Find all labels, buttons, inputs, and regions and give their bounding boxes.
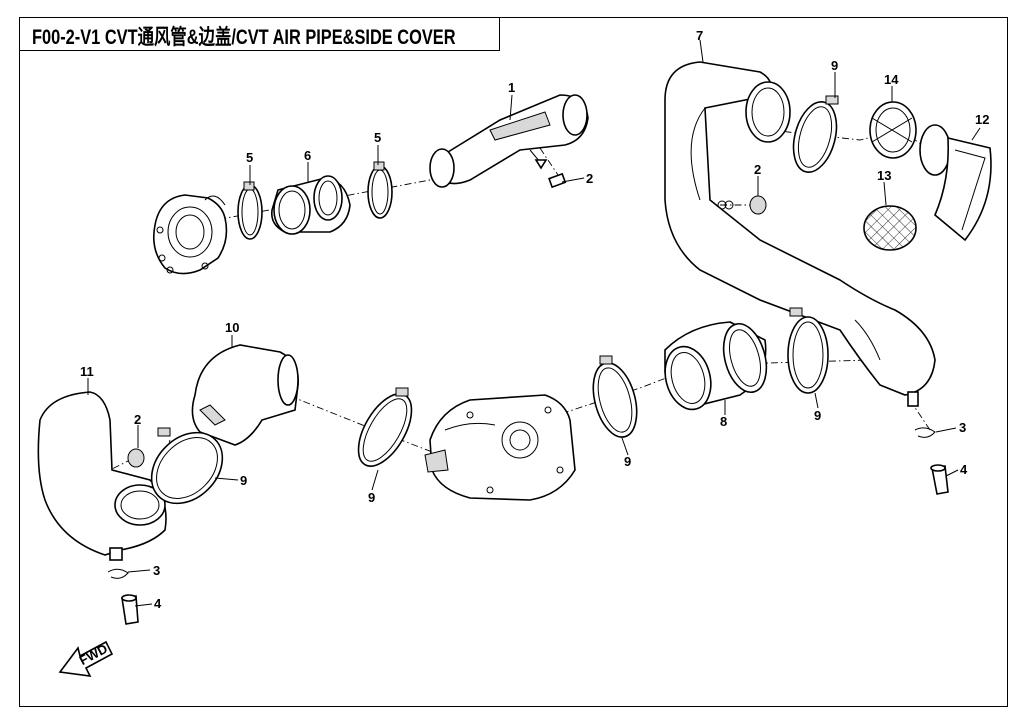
title-box: F00-2-V1 CVT通风管&边盖/CVT AIR PIPE&SIDE COV… xyxy=(19,17,500,51)
grille-14 xyxy=(869,101,917,159)
front-side-cover xyxy=(152,194,228,275)
hose-clamp-5-right xyxy=(367,161,393,219)
callout-2-right: 2 xyxy=(754,162,761,177)
side-inlet-12 xyxy=(919,124,992,242)
callout-2-top: 2 xyxy=(586,171,593,186)
hose-clamp-5-left xyxy=(237,181,263,240)
diagram-title: F00-2-V1 CVT通风管&边盖/CVT AIR PIPE&SIDE COV… xyxy=(32,26,456,49)
callout-leaders xyxy=(87,39,981,607)
callout-3-right: 3 xyxy=(959,420,966,435)
callout-5-right: 5 xyxy=(374,130,381,145)
hose-clamp-9-mid-right xyxy=(592,355,638,438)
fwd-arrow-icon: FWD xyxy=(58,640,114,677)
hose-clamp-9-center xyxy=(357,387,413,467)
callout-7: 7 xyxy=(696,28,703,43)
callout-3-left: 3 xyxy=(153,563,160,578)
drawing-frame xyxy=(19,17,1008,707)
side-housing-11 xyxy=(37,391,167,561)
intake-duct-1 xyxy=(429,94,589,188)
clip-3-right xyxy=(914,427,936,438)
callout-5-left: 5 xyxy=(246,150,253,165)
mesh-filter-13 xyxy=(863,205,917,251)
callout-12: 12 xyxy=(975,112,989,127)
callout-9-left: 9 xyxy=(240,473,247,488)
callout-9-right: 9 xyxy=(814,408,821,423)
callout-14: 14 xyxy=(884,72,899,87)
hose-clamp-9-top xyxy=(792,95,839,173)
hose-clamp-9-right xyxy=(787,307,829,394)
hose-clamp-9-left xyxy=(150,427,224,505)
rubber-coupler-6 xyxy=(270,175,351,235)
callout-9-center: 9 xyxy=(368,490,375,505)
drain-tube-4-right xyxy=(930,464,949,495)
callout-8: 8 xyxy=(720,414,727,429)
plug-2-top xyxy=(548,172,567,189)
rubber-coupler-8 xyxy=(664,321,768,411)
drain-tube-4-left xyxy=(121,594,139,625)
callout-6: 6 xyxy=(304,148,311,163)
callout-9-mid-right: 9 xyxy=(624,454,631,469)
callout-1: 1 xyxy=(508,80,515,95)
callout-4-left: 4 xyxy=(154,596,162,611)
callout-13: 13 xyxy=(877,168,891,183)
callout-9-top: 9 xyxy=(831,58,838,73)
callout-numbers: 1 2 2 2 3 3 4 4 5 5 6 7 8 9 9 9 9 9 10 1… xyxy=(80,28,989,611)
cvt-side-cover xyxy=(424,394,576,501)
plug-2-left xyxy=(91,448,145,479)
callout-11: 11 xyxy=(80,364,94,379)
callout-2-left: 2 xyxy=(134,412,141,427)
air-pipe-7 xyxy=(664,61,936,407)
clip-3-left xyxy=(107,568,129,579)
callout-4-right: 4 xyxy=(960,462,968,477)
elbow-duct-10 xyxy=(191,344,299,446)
callout-10: 10 xyxy=(225,320,239,335)
